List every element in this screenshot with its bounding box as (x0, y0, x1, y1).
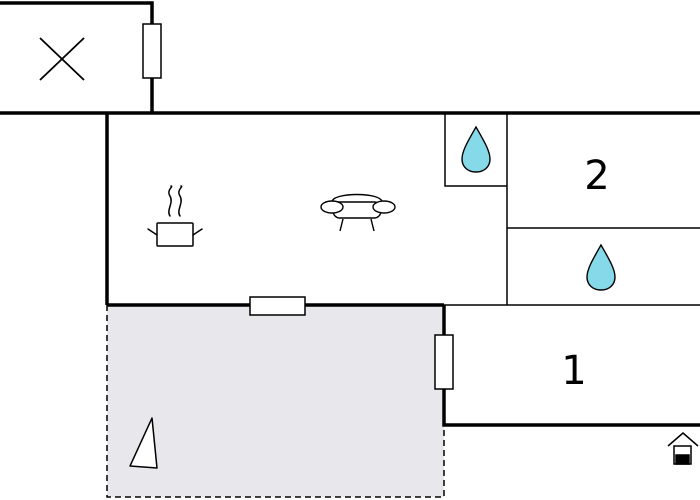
terrace-area (106, 305, 445, 498)
window-storage (142, 23, 162, 79)
entrance-icon (667, 432, 699, 465)
window-bedroom-1 (434, 334, 454, 390)
water-drop-icon (461, 125, 491, 173)
room-label-2: 2 (584, 153, 609, 199)
sofa-icon (320, 193, 396, 232)
interior-walls (444, 113, 700, 306)
windows (142, 23, 454, 390)
room-label-1: 1 (561, 348, 586, 394)
water-drop-icon (586, 243, 616, 291)
north-arrow-icon (129, 417, 158, 469)
cooking-pot-icon (147, 185, 203, 247)
window-living (249, 296, 306, 316)
walls (0, 1, 700, 427)
x-mark-icon (39, 37, 85, 81)
